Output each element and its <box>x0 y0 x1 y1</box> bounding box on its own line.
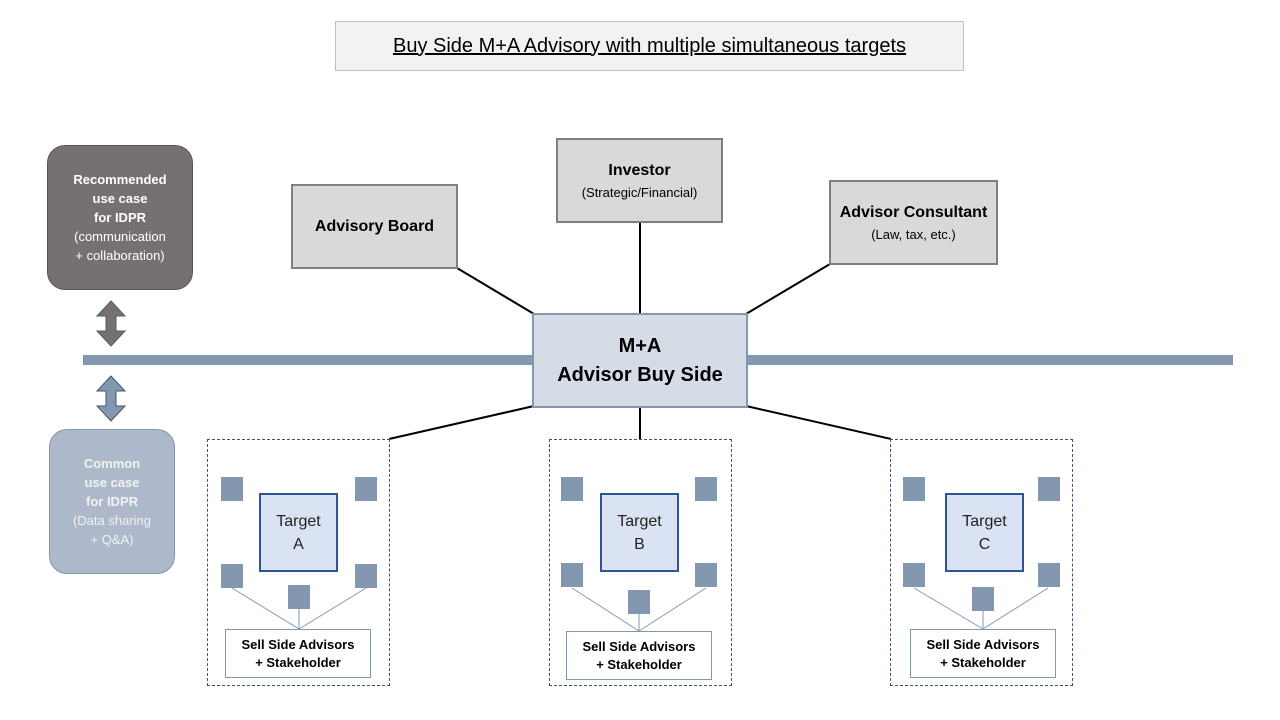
investor-sublabel: (Strategic/Financial) <box>581 184 698 200</box>
common-line3: for IDPR <box>86 494 138 509</box>
stakeholder-square <box>288 585 310 609</box>
common-line4: (Data sharing <box>72 513 152 528</box>
recommended-line1: Recommended <box>73 172 167 187</box>
sell-a-line1: Sell Side Advisors <box>241 636 355 652</box>
center-line1: M+A <box>618 334 662 357</box>
stakeholder-square <box>903 477 925 501</box>
center-line2: Advisor Buy Side <box>557 363 723 386</box>
recommended-use-case-box: Recommended use case for IDPR (communica… <box>47 145 193 290</box>
target-b-box: Target B <box>600 493 679 572</box>
common-use-case-box: Common use case for IDPR (Data sharing +… <box>49 429 175 574</box>
stakeholder-square <box>561 563 583 587</box>
stakeholder-square <box>355 564 377 588</box>
fan-lines-target-a <box>231 587 367 630</box>
stakeholder-square <box>695 563 717 587</box>
target-c-line2: C <box>978 535 991 553</box>
stakeholder-square <box>695 477 717 501</box>
sell-b-line2: + Stakeholder <box>596 656 682 672</box>
recommended-line2: use case <box>92 191 148 206</box>
double-arrow-icon-lower <box>95 375 127 422</box>
stakeholder-square <box>221 477 243 501</box>
connector-advisory-board <box>456 267 535 315</box>
connector-target-c <box>745 405 892 440</box>
target-c-group <box>890 439 1073 686</box>
common-line2: use case <box>84 475 140 490</box>
stakeholder-square <box>221 564 243 588</box>
recommended-line4: (communication <box>74 229 166 244</box>
target-b-line1: Target <box>617 512 662 530</box>
connector-advisor-consultant <box>745 263 831 315</box>
sell-a-line2: + Stakeholder <box>255 654 341 670</box>
stakeholder-square <box>903 563 925 587</box>
advisor-consultant-label: Advisor Consultant <box>839 203 988 221</box>
recommended-line5: + collaboration) <box>75 248 165 263</box>
target-a-line2: A <box>293 535 304 553</box>
target-a-group <box>207 439 390 686</box>
stakeholder-square <box>972 587 994 611</box>
connector-target-a <box>388 405 535 440</box>
stakeholder-square <box>561 477 583 501</box>
stakeholder-square <box>355 477 377 501</box>
stakeholder-square <box>1038 477 1060 501</box>
sell-side-advisors-c: Sell Side Advisors + Stakeholder <box>910 629 1056 678</box>
sell-c-line2: + Stakeholder <box>940 654 1026 670</box>
target-b-group <box>549 439 732 686</box>
divider-bar-left <box>83 355 533 365</box>
advisor-consultant-box: Advisor Consultant (Law, tax, etc.) <box>829 180 998 265</box>
common-line5: + Q&A) <box>90 532 134 547</box>
advisory-board-box: Advisory Board <box>291 184 458 269</box>
stakeholder-square <box>628 590 650 614</box>
advisory-board-label: Advisory Board <box>314 217 435 235</box>
common-line1: Common <box>83 456 141 471</box>
investor-label: Investor <box>608 161 671 179</box>
divider-bar-right <box>747 355 1233 365</box>
advisor-consultant-sublabel: (Law, tax, etc.) <box>871 226 956 242</box>
stakeholder-square <box>1038 563 1060 587</box>
recommended-line3: for IDPR <box>94 210 146 225</box>
target-c-line1: Target <box>962 512 1007 530</box>
sell-b-line1: Sell Side Advisors <box>582 638 696 654</box>
sell-side-advisors-a: Sell Side Advisors + Stakeholder <box>225 629 371 678</box>
target-c-box: Target C <box>945 493 1024 572</box>
sell-c-line1: Sell Side Advisors <box>926 636 1040 652</box>
target-a-line1: Target <box>276 512 321 530</box>
fan-lines-target-b <box>571 587 707 632</box>
investor-box: Investor (Strategic/Financial) <box>556 138 723 223</box>
target-a-box: Target A <box>259 493 338 572</box>
diagram-title: Buy Side M+A Advisory with multiple simu… <box>335 21 964 71</box>
target-b-line2: B <box>634 535 645 553</box>
double-arrow-icon-upper <box>95 300 127 347</box>
ma-advisor-buy-side-box: M+A Advisor Buy Side <box>532 313 748 408</box>
fan-lines-target-c <box>913 587 1049 630</box>
sell-side-advisors-b: Sell Side Advisors + Stakeholder <box>566 631 712 680</box>
